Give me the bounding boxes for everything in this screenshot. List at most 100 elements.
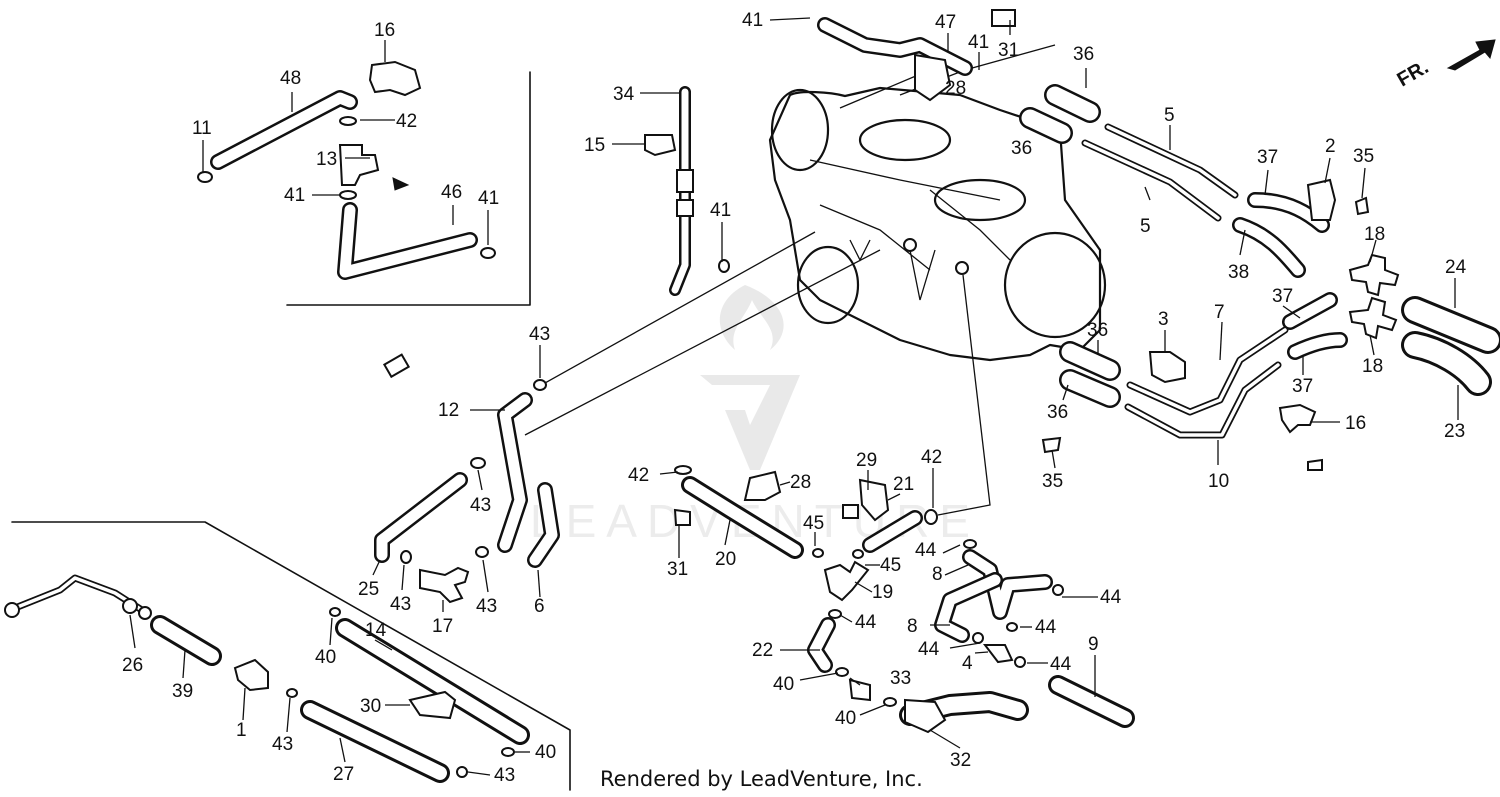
callout-43: 43 <box>470 495 491 516</box>
part-16-bracket-b <box>1278 403 1317 434</box>
callout-43: 43 <box>529 324 550 345</box>
callout-40: 40 <box>535 742 556 763</box>
callout-35: 35 <box>1353 146 1374 167</box>
callout-45: 45 <box>880 555 901 576</box>
callout-26: 26 <box>122 655 143 676</box>
callout-38: 38 <box>1228 262 1249 283</box>
callout-43: 43 <box>272 734 293 755</box>
callout-9: 9 <box>1088 634 1099 655</box>
callout-16: 16 <box>1345 413 1366 434</box>
part-33-nut <box>848 678 871 702</box>
callout-31: 31 <box>667 559 688 580</box>
callout-36: 36 <box>1073 44 1094 65</box>
engine-block <box>768 44 1107 362</box>
callout-39: 39 <box>172 681 193 702</box>
callout-41: 41 <box>968 32 989 53</box>
hose-47 <box>817 17 973 76</box>
callout-21: 21 <box>893 474 914 495</box>
callout-40: 40 <box>773 674 794 695</box>
callout-22: 22 <box>752 640 773 661</box>
callout-43: 43 <box>390 594 411 615</box>
callout-1: 1 <box>236 720 247 741</box>
callout-42: 42 <box>396 111 417 132</box>
direction-label: FR. <box>1394 56 1433 91</box>
inset-frame <box>11 71 571 791</box>
part-16-bracket <box>368 60 422 97</box>
pipes-5 <box>1081 123 1239 222</box>
callout-44: 44 <box>1050 654 1072 675</box>
watermark-logo: LEADVENTURE <box>530 285 970 547</box>
callout-43: 43 <box>494 765 515 786</box>
callout-48: 48 <box>280 68 301 89</box>
callout-18: 18 <box>1364 224 1385 245</box>
callout-42: 42 <box>921 447 942 468</box>
leader-lines <box>524 231 991 516</box>
callout-30: 30 <box>360 696 381 717</box>
callout-27: 27 <box>333 764 354 785</box>
hoses-37-38 <box>1232 192 1348 360</box>
callout-11: 11 <box>192 118 212 139</box>
callout-8: 8 <box>907 616 918 637</box>
callout-labels: 41 47 31 41 28 16 48 11 42 13 41 46 41 3… <box>122 10 1467 786</box>
callout-41: 41 <box>742 10 763 31</box>
hoses-36 <box>1019 84 1121 408</box>
part-4-fitting <box>982 644 1014 664</box>
callout-29: 29 <box>856 450 877 471</box>
callout-40: 40 <box>835 708 856 729</box>
callout-18: 18 <box>1362 356 1383 377</box>
callout-36: 36 <box>1087 320 1108 341</box>
callout-6: 6 <box>534 596 545 617</box>
callout-42: 42 <box>628 465 649 486</box>
callout-5: 5 <box>1164 105 1175 126</box>
callout-47: 47 <box>935 12 956 33</box>
callout-28: 28 <box>945 78 966 99</box>
callout-33: 33 <box>890 668 911 689</box>
callout-44: 44 <box>855 612 877 633</box>
part-2-fitting <box>1306 178 1337 221</box>
part-30-clip <box>408 690 457 720</box>
callout-12: 12 <box>438 400 459 421</box>
part-29-bracket <box>858 478 890 522</box>
part-13-tee <box>338 144 380 186</box>
callout-35: 35 <box>1042 471 1063 492</box>
part-3-clip <box>1148 351 1186 384</box>
callout-40: 40 <box>315 647 336 668</box>
bottom-left-parts <box>4 574 530 783</box>
callout-44: 44 <box>918 639 940 660</box>
callout-4: 4 <box>962 653 973 674</box>
callout-32: 32 <box>950 750 971 771</box>
callout-45: 45 <box>803 513 824 534</box>
callout-14: 14 <box>365 620 387 641</box>
hoses-8 <box>934 539 1135 728</box>
middle-parts <box>673 465 1029 734</box>
part-19-tee <box>823 560 870 602</box>
callout-44: 44 <box>1100 587 1122 608</box>
hose-12 <box>374 379 560 568</box>
callout-25: 25 <box>358 579 379 600</box>
callout-5: 5 <box>1140 216 1151 237</box>
callout-23: 23 <box>1444 421 1465 442</box>
callout-44: 44 <box>1035 617 1057 638</box>
part-28-bracket <box>914 53 952 102</box>
hose-34 <box>669 86 694 296</box>
footer-credit: Rendered by LeadVenture, Inc. <box>600 767 923 791</box>
fittings-18 <box>1348 253 1400 340</box>
callout-31: 31 <box>998 40 1019 61</box>
callout-36: 36 <box>1047 402 1068 423</box>
callout-34: 34 <box>613 84 635 105</box>
callout-3: 3 <box>1158 309 1169 330</box>
callout-41: 41 <box>710 200 731 221</box>
callout-7: 7 <box>1214 302 1225 323</box>
callout-20: 20 <box>715 549 736 570</box>
callout-37: 37 <box>1292 376 1313 397</box>
callout-28: 28 <box>790 472 811 493</box>
callout-24: 24 <box>1445 257 1467 278</box>
callout-13: 13 <box>316 149 337 170</box>
callout-46: 46 <box>441 182 462 203</box>
part-15-fitting <box>644 134 677 157</box>
callout-43: 43 <box>476 596 497 617</box>
part-31-bolt <box>382 353 411 379</box>
part-1-joint <box>233 658 269 692</box>
